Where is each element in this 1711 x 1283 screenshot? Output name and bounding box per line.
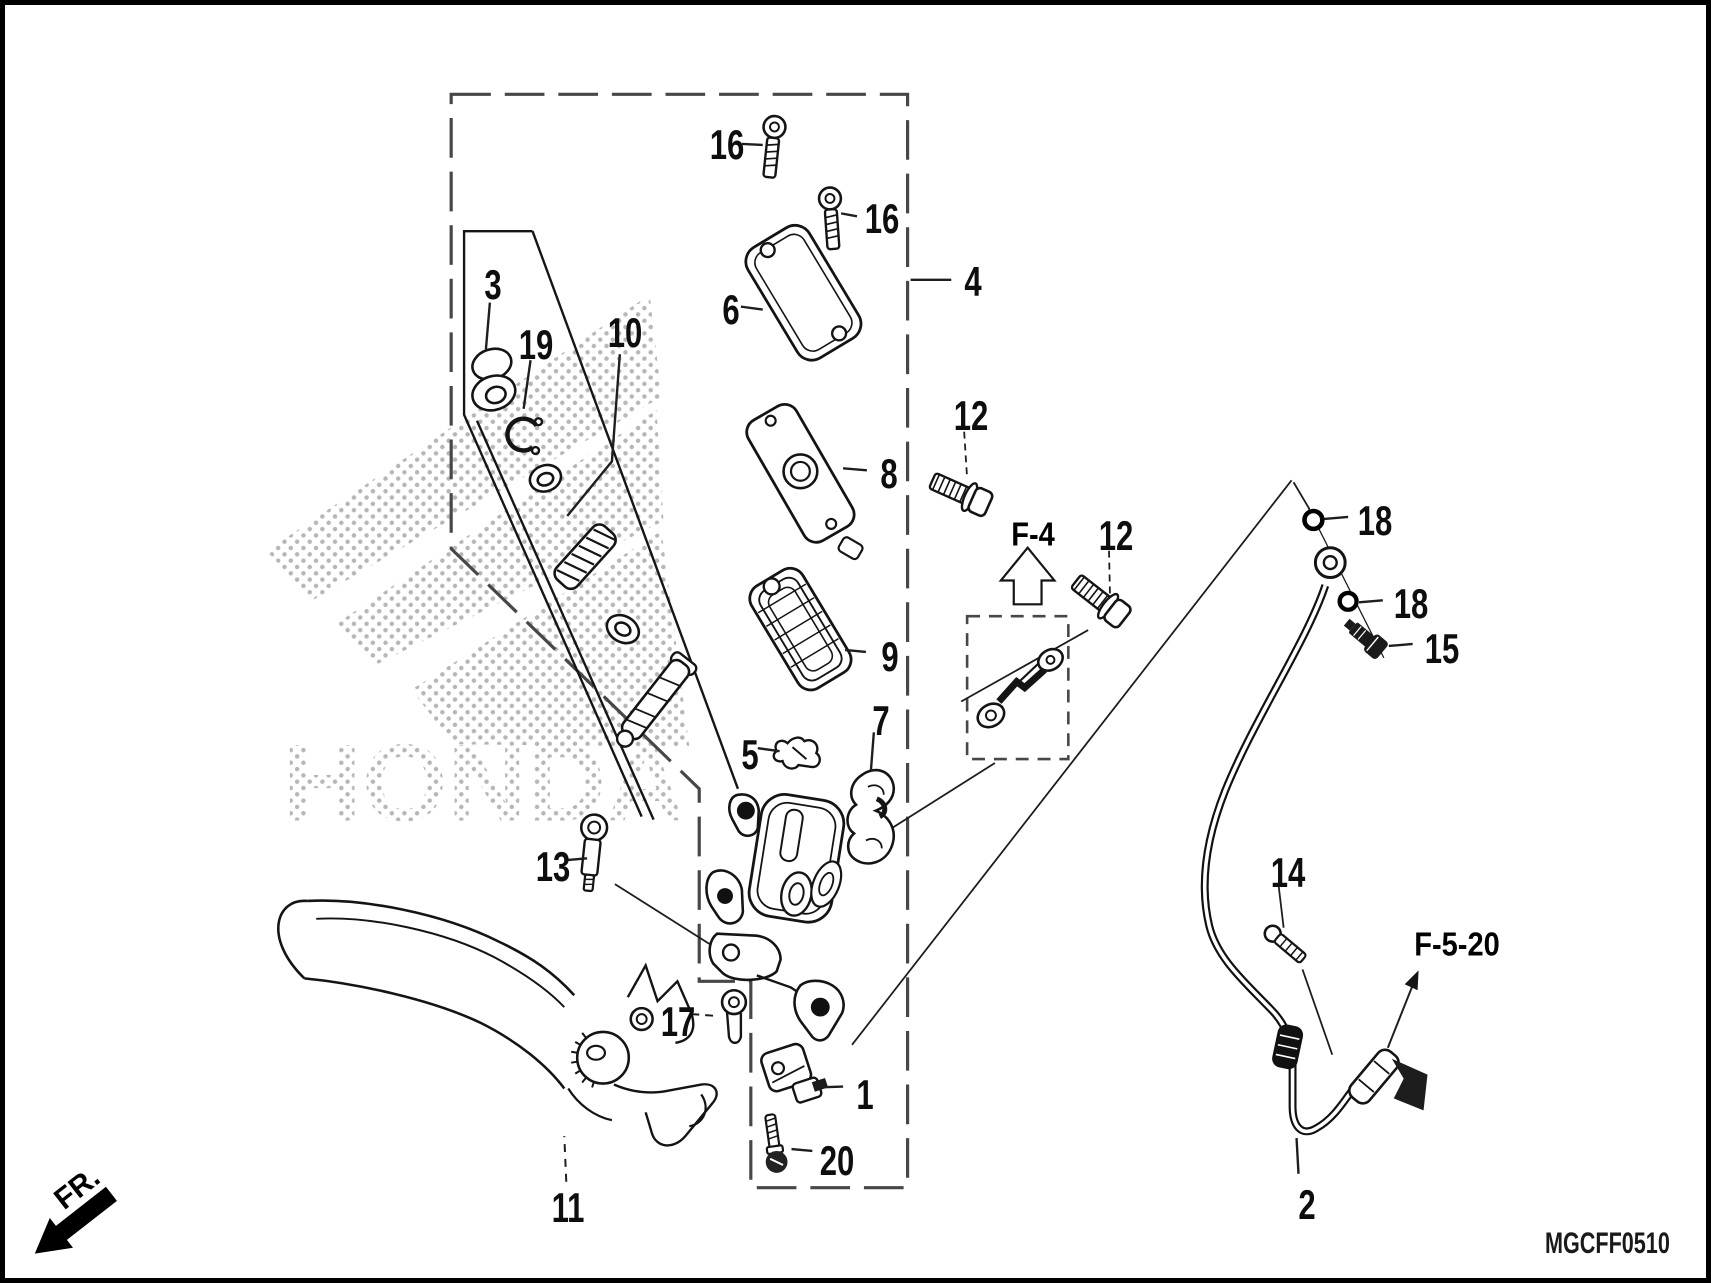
banjo-bolt-15 [1343, 618, 1388, 659]
part-label-9[interactable]: 9 [881, 633, 899, 680]
part-label-7[interactable]: 7 [872, 697, 890, 744]
fr-arrow: FR. [34, 1161, 117, 1254]
washer-18a [1302, 508, 1325, 532]
piston-10 [615, 651, 698, 748]
switch-1 [760, 1042, 829, 1104]
group-box-4 [449, 92, 910, 1190]
diagram-art: HONDA [34, 92, 1428, 1254]
part-label-4[interactable]: 4 [964, 258, 982, 305]
part-label-13[interactable]: 13 [535, 843, 571, 890]
part-label-14[interactable]: 14 [1270, 849, 1306, 896]
brake-hose-2 [1200, 584, 1369, 1136]
panel-outline [462, 230, 740, 821]
flange-bolt-12a [928, 472, 994, 518]
hose-clamp [1391, 1058, 1428, 1111]
ref-box-f4 [965, 614, 1070, 761]
hose-crimp [1272, 1024, 1304, 1070]
washer-10 [605, 613, 641, 645]
seal-washer [528, 463, 563, 493]
part-label-16-b[interactable]: 16 [864, 195, 900, 242]
circlip-19 [505, 416, 544, 456]
set-plate-8 [745, 402, 864, 561]
part-label-16-a[interactable]: 16 [709, 121, 745, 168]
part-label-8[interactable]: 8 [880, 450, 898, 497]
diaphragm-9 [748, 566, 853, 692]
part-label-18-b[interactable]: 18 [1393, 580, 1429, 627]
part-label-1[interactable]: 1 [856, 1071, 874, 1118]
washer-18b [1337, 590, 1359, 612]
hose-end-fitting [1348, 1048, 1428, 1111]
flange-bolt-12b [1070, 574, 1132, 629]
leader-lines [484, 142, 1416, 1182]
part-label-3[interactable]: 3 [484, 261, 502, 308]
piston-spring [553, 523, 617, 591]
master-cylinder-body [705, 793, 846, 1042]
part-label-19[interactable]: 19 [518, 321, 554, 368]
clamp-7 [846, 768, 895, 865]
joint-17 [720, 988, 748, 1045]
part-label-11[interactable]: 11 [551, 1184, 585, 1231]
ref-label-f4[interactable]: F-4 [1011, 515, 1055, 553]
part-label-17[interactable]: 17 [660, 998, 696, 1045]
part-label-5[interactable]: 5 [741, 731, 759, 778]
reservoir-cap-6 [744, 223, 863, 362]
part-label-12-b[interactable]: 12 [1098, 512, 1134, 559]
part-label-15[interactable]: 15 [1424, 625, 1460, 672]
screw-20 [764, 1113, 788, 1173]
part-label-10[interactable]: 10 [607, 309, 643, 356]
brake-lever-11 [277, 899, 718, 1147]
part-label-18-a[interactable]: 18 [1357, 497, 1393, 544]
f5-20-arrowhead [1404, 970, 1419, 991]
hose-eyelet [1313, 546, 1347, 579]
part-label-6[interactable]: 6 [722, 286, 740, 333]
screw-14 [1263, 924, 1307, 964]
part-label-12-a[interactable]: 12 [953, 392, 989, 439]
part-label-20[interactable]: 20 [819, 1137, 855, 1184]
boot-3 [471, 347, 517, 412]
diagram-code: MGCFF0510 [1545, 1227, 1670, 1260]
part-label-2[interactable]: 2 [1298, 1181, 1316, 1228]
ref-label-f5-20[interactable]: F-5-20 [1414, 925, 1500, 963]
f4-arrow-icon [998, 546, 1057, 606]
screw-16a [762, 114, 787, 179]
clip-5 [772, 736, 821, 770]
pivot-bolt-13 [579, 813, 609, 893]
screw-16b [817, 186, 843, 251]
lever-bracket-f4 [976, 647, 1064, 729]
